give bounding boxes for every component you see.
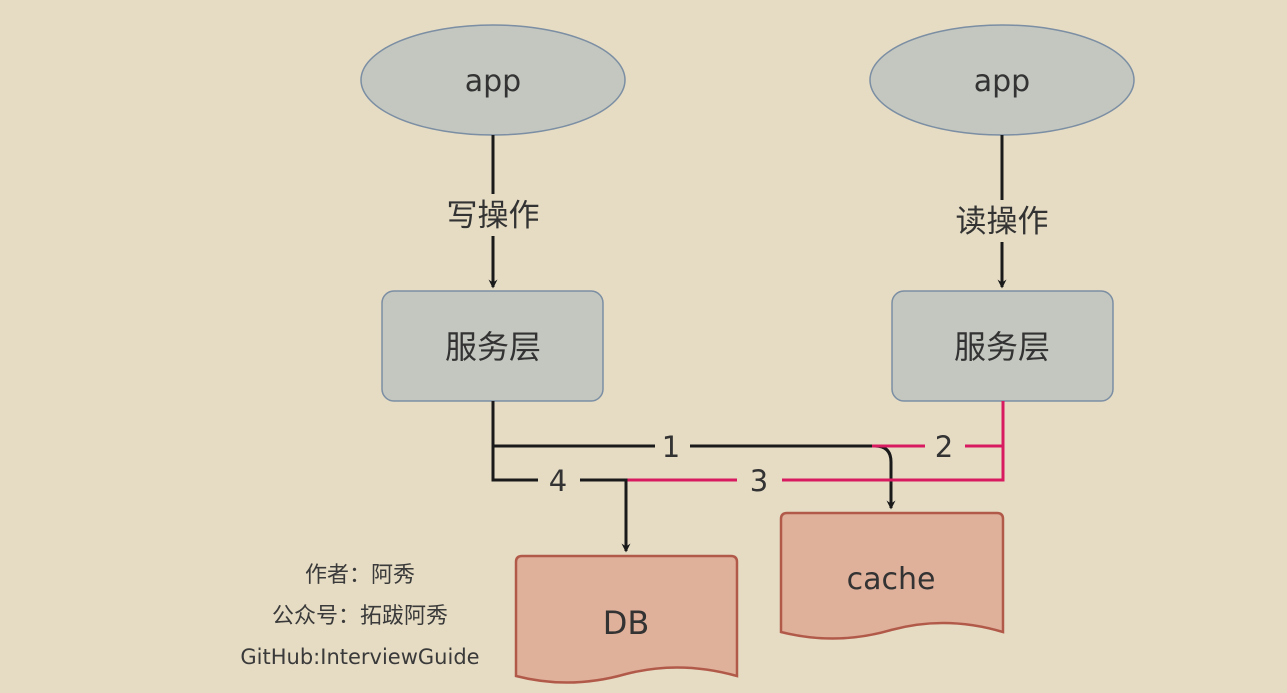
credit-author: 作者：阿秀 bbox=[305, 563, 415, 588]
db-node-label: DB bbox=[603, 604, 650, 642]
app-node-write-label: app bbox=[465, 64, 521, 99]
service-layer-write-label: 服务层 bbox=[445, 328, 541, 366]
credits: 作者：阿秀 公众号：拓跋阿秀 GitHub:InterviewGuide bbox=[240, 563, 479, 669]
edge-step-1-label: 1 bbox=[662, 430, 680, 464]
cache-node-label: cache bbox=[847, 562, 936, 597]
edge-step-2-label: 2 bbox=[935, 430, 953, 464]
service-layer-read-label: 服务层 bbox=[954, 328, 1050, 366]
read-operation-edge: 读操作 bbox=[956, 135, 1049, 289]
read-operation-label: 读操作 bbox=[956, 204, 1049, 240]
write-operation-label: 写操作 bbox=[447, 198, 540, 234]
db-node: DB bbox=[514, 554, 739, 684]
edge-step-4-label: 4 bbox=[549, 464, 567, 498]
app-node-write: app bbox=[360, 24, 626, 136]
service-layer-read: 服务层 bbox=[891, 290, 1114, 402]
app-node-read-label: app bbox=[974, 64, 1030, 99]
cache-node: cache bbox=[779, 511, 1005, 640]
app-node-read: app bbox=[869, 24, 1135, 136]
edge-step-4: 4 bbox=[491, 446, 631, 553]
edge-step-3-label: 3 bbox=[750, 464, 768, 498]
edge-step-3: 3 bbox=[626, 446, 1005, 498]
write-operation-edge: 写操作 bbox=[447, 135, 540, 289]
credit-github: GitHub:InterviewGuide bbox=[240, 645, 479, 669]
service-layer-write: 服务层 bbox=[381, 290, 604, 402]
edge-step-2: 2 bbox=[872, 401, 1005, 464]
credit-wechat: 公众号：拓跋阿秀 bbox=[272, 604, 448, 629]
